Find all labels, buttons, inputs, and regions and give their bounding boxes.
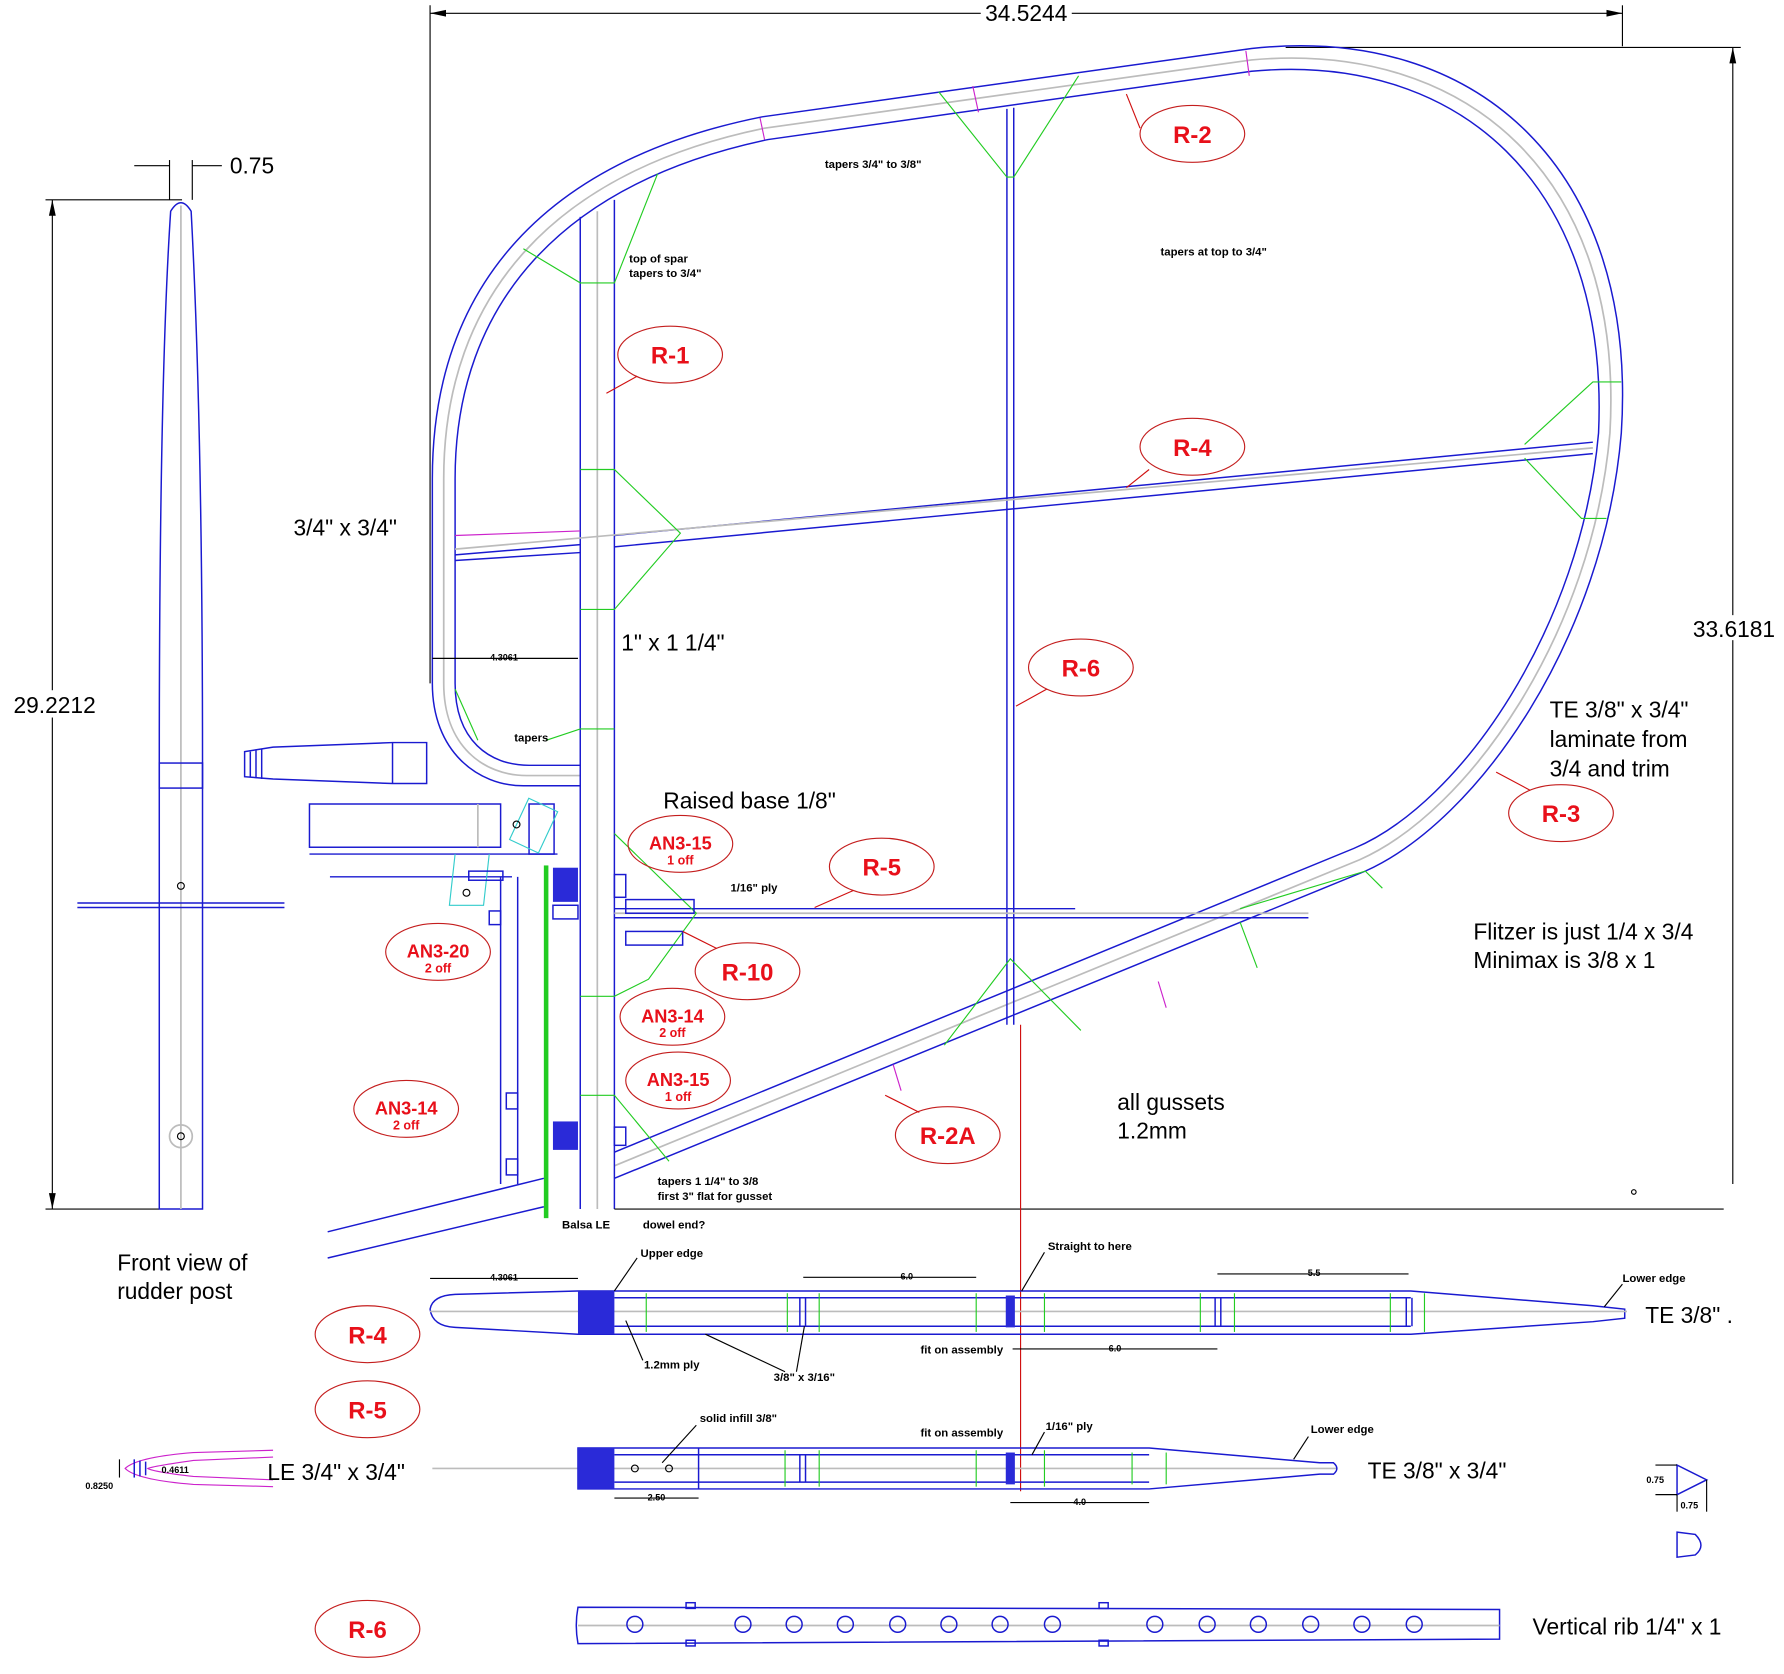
dimensions-le-inner-text: 0.4611	[162, 1465, 189, 1475]
notes-minimax-text: Minimax is 3/8 x 1	[1473, 947, 1655, 973]
notes-dowel-end-text: dowel end?	[643, 1219, 706, 1231]
rudder-outline	[431, 45, 1724, 1492]
notes-tapers-text: tapers	[514, 732, 548, 744]
callouts-an3-15b-qty-text: 1 off	[665, 1090, 692, 1104]
notes-tapers-at-top-text: tapers at top to 3/4"	[1161, 247, 1267, 259]
callouts-r4-text: R-4	[1173, 435, 1212, 462]
dim-height: 33.6181	[1693, 616, 1775, 642]
callout-an3-20: AN3-202 off	[385, 922, 491, 981]
lightening-holes	[626, 1615, 1423, 1634]
callouts-r5-text: R-5	[863, 855, 901, 882]
notes-le-r5-text: LE 3/4" x 3/4"	[267, 1459, 405, 1485]
notes-gussets-2-text: 1.2mm	[1117, 1118, 1187, 1144]
front-view-label-2: rudder post	[117, 1278, 233, 1304]
notes-gussets-1-text: all gussets	[1117, 1089, 1225, 1115]
dimensions-le-outer-text: 0.8250	[85, 1481, 113, 1491]
callouts-an3-14a-qty-text: 2 off	[659, 1026, 686, 1040]
callouts-an3-14b-qty-text: 2 off	[393, 1118, 420, 1132]
dimensions-r4-span-a-text: 6.0	[900, 1272, 913, 1282]
dim-width: 34.5244	[985, 0, 1067, 26]
callouts-detail-r4-text: R-4	[348, 1322, 387, 1349]
dimensions-r5-span-a-text: 2.50	[648, 1492, 666, 1502]
callouts-an3-15a-part-text: AN3-15	[649, 834, 712, 854]
callout-r4: R-4	[1126, 417, 1246, 489]
callout-an3-14-a: AN3-142 off	[619, 987, 726, 1046]
notes-solid-infill-text: solid infill 3/8"	[700, 1413, 777, 1425]
callout-r3: R-3	[1495, 771, 1614, 843]
callout-r5: R-5	[814, 837, 935, 909]
callouts-r3-text: R-3	[1542, 801, 1580, 828]
notes-te-r4-text: TE 3/8" .	[1645, 1302, 1733, 1328]
dimensions-te-w-text: 0.75	[1680, 1500, 1698, 1510]
callouts-an3-14a-part-text: AN3-14	[641, 1006, 705, 1026]
notes-spar-size-text: 1" x 1 1/4"	[621, 629, 724, 655]
callout-an3-15-b: AN3-151 off	[625, 1051, 732, 1110]
dimensions-corner-offset-text: 4.3061	[490, 653, 518, 663]
notes-fit-assembly-1-text: fit on assembly	[920, 1345, 1003, 1357]
notes-flitzer-text: Flitzer is just 1/4 x 3/4	[1473, 918, 1693, 944]
notes-spar-bottom-1-text: tapers 1 1/4" to 3/8	[658, 1176, 759, 1188]
notes-te-r5-text: TE 3/8" x 3/4"	[1368, 1458, 1507, 1484]
notes: tapers 3/4" to 3/8" top of spar tapers t…	[294, 159, 1694, 1231]
notes-ply-116-b-text: 1/16" ply	[1046, 1421, 1094, 1433]
dim-post-height: 29.2212	[13, 692, 95, 718]
notes-ply-12-text: 1.2mm ply	[644, 1359, 700, 1371]
overall-height-dimension: 33.6181	[1285, 46, 1782, 1185]
callouts-r6-text: R-6	[1062, 656, 1100, 683]
dimensions-r4-span-b-text: 5.5	[1308, 1268, 1321, 1278]
notes-balsa-le-text: Balsa LE	[562, 1219, 610, 1231]
callouts-detail-r6-text: R-6	[348, 1617, 386, 1644]
callouts-r2a-text: R-2A	[920, 1123, 976, 1150]
notes-lower-edge-r4-text: Lower edge	[1622, 1273, 1685, 1285]
callout-an3-15-a: AN3-151 off	[627, 814, 734, 873]
notes-cap-strip-text: 3/8" x 3/16"	[774, 1372, 835, 1384]
callout-r2: R-2	[1125, 93, 1246, 163]
dimensions-r4-le-offset-text: 4.3061	[490, 1273, 518, 1283]
callout-an3-14-b: AN3-142 off	[353, 1079, 460, 1138]
rudder-post-front-view: 29.2212 0.75 Front view of rudder post	[9, 153, 285, 1304]
notes-te-3-text: 3/4 and trim	[1550, 756, 1670, 782]
overall-width-dimension: 34.5244	[429, 0, 1624, 684]
dim-post-width: 0.75	[230, 153, 274, 179]
callouts-detail-r5-text: R-5	[348, 1397, 386, 1424]
detail-r6: R-6 Vertical rib 1/4" x 1	[314, 1599, 1722, 1658]
notes-te-1-text: TE 3/8" x 3/4"	[1550, 697, 1689, 723]
notes-fit-assembly-2-text: fit on assembly	[920, 1428, 1003, 1440]
notes-spar-bottom-2-text: first 3" flat for gusset	[658, 1191, 773, 1203]
callout-r10: R-10	[682, 930, 801, 1001]
notes-raised-base-text: Raised base 1/8"	[663, 788, 836, 814]
notes-straight-text: Straight to here	[1048, 1241, 1132, 1253]
callouts-an3-15a-qty-text: 1 off	[667, 853, 694, 867]
notes-te-2-text: laminate from	[1550, 726, 1688, 752]
detail-r4: R-4 4.3061 6.0 5.5 6.0 Upper edge Straig…	[314, 1241, 1733, 1384]
notes-tapers-top-text: tapers 3/4" to 3/8"	[825, 159, 922, 171]
notes-spar-top-1-text: top of spar	[629, 253, 688, 265]
callout-r1: R-1	[606, 325, 724, 394]
hinge-hardware	[308, 797, 695, 1259]
front-view-label-1: Front view of	[117, 1249, 248, 1275]
callouts-r1-text: R-1	[651, 343, 689, 370]
callouts-an3-14b-part-text: AN3-14	[375, 1099, 439, 1119]
callouts-an3-20-part-text: AN3-20	[407, 942, 470, 962]
callouts-r2-text: R-2	[1173, 122, 1211, 149]
callout-r2a: R-2A	[884, 1094, 1001, 1165]
dimensions-r5-span-b-text: 4.0	[1073, 1497, 1086, 1507]
notes-spar-top-2-text: tapers to 3/4"	[629, 268, 701, 280]
callout-r6: R-6	[1015, 638, 1134, 707]
notes-lower-edge-r5-text: Lower edge	[1311, 1424, 1374, 1436]
notes-ply-116-text: 1/16" ply	[730, 883, 778, 895]
notes-upper-edge-text: Upper edge	[641, 1248, 704, 1260]
notes-vertical-rib-text: Vertical rib 1/4" x 1	[1533, 1614, 1722, 1640]
dimensions-r4-span-c-text: 6.0	[1109, 1343, 1122, 1353]
detail-r5: R-5 0.8250 0.4611 LE 3/4" x 3/4" 2.50 4.…	[85, 1380, 1507, 1507]
callouts-an3-15b-part-text: AN3-15	[647, 1070, 710, 1090]
te-section-detail: 0.75 0.75	[1646, 1463, 1709, 1559]
callouts-r10-text: R-10	[722, 959, 774, 986]
notes-le-size-text: 3/4" x 3/4"	[294, 514, 397, 540]
callouts-an3-20-qty-text: 2 off	[425, 961, 452, 975]
rudder-horn	[243, 741, 428, 785]
dimensions-te-h-text: 0.75	[1646, 1475, 1664, 1485]
